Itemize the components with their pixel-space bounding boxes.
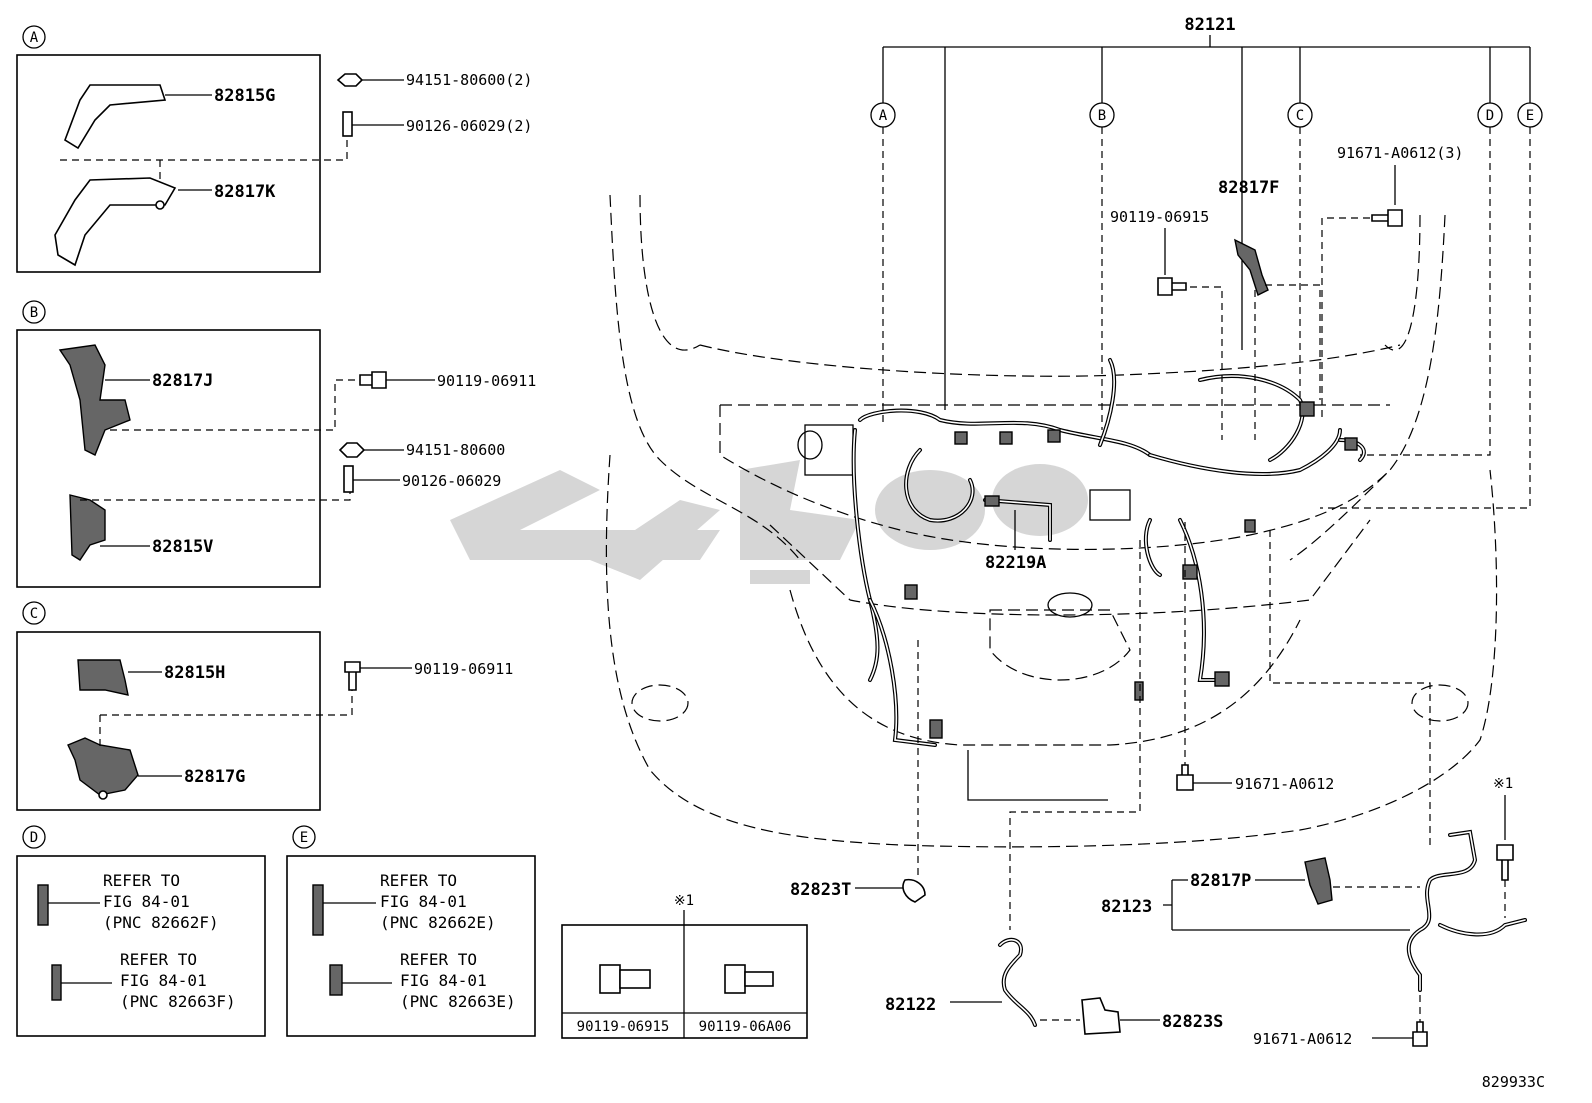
part-90119-06911-b[interactable]: 90119-06911 [437,372,536,390]
part-90126-06029-2[interactable]: 90126-06029(2) [406,117,532,135]
connector-icon [37,884,49,926]
part-82815V[interactable]: 82815V [152,537,213,557]
bolt-icon [359,371,387,389]
section-a-box [16,54,321,273]
part-82123[interactable]: 82123 [1101,897,1152,917]
refer-d2-line1: REFER TO [120,950,197,969]
part-82817G[interactable]: 82817G [184,767,245,787]
clip-icon [902,878,926,903]
section-e: E REFER TO FIG 84-01 (PNC 82662E) REFER … [286,825,536,1037]
section-a-letter: A [30,30,39,46]
part-82823S[interactable]: 82823S [1162,1012,1223,1032]
section-d: D REFER TO FIG 84-01 (PNC 82662F) REFER … [16,825,266,1037]
part-94151-80600[interactable]: 94151-80600 [406,441,505,459]
bracket-82823S-icon [1081,997,1121,1035]
part-82817F[interactable]: 82817F [1218,178,1279,198]
section-e-box [286,855,536,1037]
part-82815G[interactable]: 82815G [214,86,275,106]
part-82219A[interactable]: 82219A [985,553,1046,573]
vehicle-front-view: 82219A [605,194,1498,848]
bolt-table-col-1: 90119-06915 [577,1019,670,1035]
refer-d1-line2: FIG 84-01 [103,892,190,911]
part-82815H[interactable]: 82815H [164,663,225,683]
section-d-letter: D [30,830,38,846]
callout-a: A [879,108,888,124]
callout-e: E [1526,108,1534,124]
refer-e1-line3: (PNC 82662E) [380,913,496,932]
bracket-82815G-icon [64,84,167,150]
bottom-parts: 91671-A0612 82823T 82123 82817P ※1 91671… [790,764,1527,1048]
bolt-table-mark: ※1 [674,893,694,909]
bracket-82817J-icon [58,344,131,456]
stud-icon [342,111,353,137]
part-90126-06029[interactable]: 90126-06029 [402,472,501,490]
refer-e2-line1: REFER TO [400,950,477,969]
refer-e1-line2: FIG 84-01 [380,892,467,911]
bolt-table-col-2: 90119-06A06 [699,1019,792,1035]
bracket-82817G-icon [67,737,139,796]
connector-icon [312,884,324,936]
part-90119-06911-c[interactable]: 90119-06911 [414,660,513,678]
section-b-letter: B [30,305,38,321]
nut-icon [338,442,366,458]
part-82817P[interactable]: 82817P [1190,871,1251,891]
refer-d2-line3: (PNC 82663F) [120,992,236,1011]
section-e-letter: E [300,830,308,846]
part-82817J[interactable]: 82817J [152,371,213,391]
flange-bolt-icon [599,964,651,994]
bracket-82815V-icon [69,494,106,561]
bolt-icon [1412,1021,1428,1047]
part-82823T[interactable]: 82823T [790,880,851,900]
callout-d: D [1486,108,1494,124]
bolt-icon [1496,844,1514,881]
connector-icon [51,964,62,1001]
section-c-box [16,631,321,811]
part-90119-06915[interactable]: 90119-06915 [1110,208,1209,226]
note-mark-1: ※1 [1493,776,1513,792]
part-91671-A0612-bot[interactable]: 91671-A0612 [1253,1030,1352,1048]
refer-d2-line2: FIG 84-01 [120,971,207,990]
bolt-icon [1371,209,1403,227]
section-c-letter: C [30,606,38,622]
section-b-box [16,329,321,588]
hex-bolt-icon [724,964,774,994]
refer-e1-line1: REFER TO [380,871,457,890]
part-91671-A0612-3[interactable]: 91671-A0612(3) [1337,144,1463,162]
nut-icon [336,73,364,87]
bolt-table: ※1 90119-06915 90119-06A06 [561,893,808,1039]
bracket-82817F-icon [1234,238,1269,296]
bracket-82817K-icon [54,177,177,267]
bracket-82817P-icon [1304,857,1333,905]
main-harness-callouts: 82121 A B C D E 82817F 90119-06915 [870,15,1543,930]
section-d-box [16,855,266,1037]
connector-icon [329,964,343,996]
part-82122[interactable]: 82122 [885,995,936,1015]
stud-icon [343,465,354,493]
refer-d1-line1: REFER TO [103,871,180,890]
watermark-logo [450,460,1088,584]
section-b: B 82817J 82815V 90119-06911 94151-80600 … [16,300,536,588]
bolt-icon [1157,277,1187,296]
section-c: C 82815H 82817G 90119-06911 [16,601,513,811]
diagram-code: 829933C [1482,1073,1545,1091]
bracket-82815H-icon [77,659,129,696]
callout-c: C [1296,108,1304,124]
bolt-icon [344,661,361,691]
refer-e2-line2: FIG 84-01 [400,971,487,990]
bolt-icon [1176,764,1194,791]
callout-b: B [1098,108,1106,124]
part-82121[interactable]: 82121 [1184,15,1235,35]
refer-d1-line3: (PNC 82662F) [103,913,219,932]
part-82817K[interactable]: 82817K [214,182,276,202]
refer-e2-line3: (PNC 82663E) [400,992,516,1011]
part-91671-A0612-mid[interactable]: 91671-A0612 [1235,775,1334,793]
part-94151-80600-2[interactable]: 94151-80600(2) [406,71,532,89]
section-a: A 82815G 82817K 94151-80600(2) 90126-060… [16,25,532,273]
engine-room-harness [851,358,1366,747]
